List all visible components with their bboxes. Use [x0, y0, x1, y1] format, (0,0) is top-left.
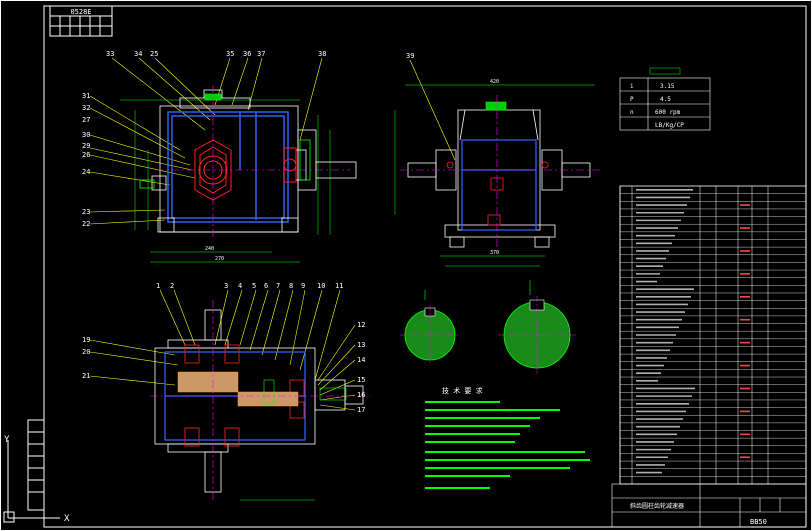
inner-frame	[43, 5, 807, 528]
part-number: 38	[318, 50, 326, 58]
part-number: 14	[357, 356, 365, 364]
part-number: 24	[82, 168, 90, 176]
part-number: 8	[289, 282, 293, 290]
front-view[interactable]: 33 34 25 35 36 37 38 31 32 27 30 29 26 2…	[82, 50, 357, 263]
tech-key: P	[630, 96, 634, 103]
part-number: 11	[335, 282, 343, 290]
part-number: 7	[276, 282, 280, 290]
axis-y-label: Y	[4, 435, 10, 445]
part-number: 15	[357, 376, 365, 384]
part-number: 12	[357, 321, 365, 329]
tech-table: i 3.15 P 4.5 n 600 rpm LB/Kg/CP	[619, 67, 711, 131]
part-number: 36	[243, 50, 251, 58]
part-number: 23	[82, 208, 90, 216]
revision-boxes	[27, 419, 45, 511]
dimension-text: 270	[215, 256, 224, 262]
part-number: 20	[82, 348, 90, 356]
notes-title: 技 术 要 求	[442, 386, 483, 395]
part-number: 33	[106, 50, 114, 58]
shaft-section-large	[498, 280, 576, 374]
part-number: 30	[82, 131, 90, 139]
dimension-text: 420	[490, 79, 499, 85]
part-number: 21	[82, 372, 90, 380]
part-number: 29	[82, 142, 90, 150]
tech-key: i	[630, 83, 634, 90]
title-label: 斜齿圆柱齿轮减速器	[630, 502, 684, 510]
part-number: 4	[238, 282, 242, 290]
drawing-number: BB50	[750, 518, 767, 526]
part-number: 26	[82, 151, 90, 159]
part-number: 37	[257, 50, 265, 58]
part-number: 6	[264, 282, 268, 290]
part-number: 19	[82, 336, 90, 344]
part-number: 25	[150, 50, 158, 58]
part-number: 31	[82, 92, 90, 100]
ucs-axis-icon: Y X	[3, 435, 70, 524]
part-number: 5	[252, 282, 256, 290]
part-number: 22	[82, 220, 90, 228]
part-number: 13	[357, 341, 365, 349]
part-number: 35	[226, 50, 234, 58]
parts-list-table	[619, 185, 807, 485]
part-number: 3	[224, 282, 228, 290]
code-block-text: 0528E	[70, 8, 91, 16]
dimension-text: 370	[490, 250, 499, 256]
axis-x-label: X	[64, 514, 70, 524]
tech-value: 4.5	[660, 96, 671, 103]
part-number: 34	[134, 50, 142, 58]
part-number: 17	[357, 406, 365, 414]
shaft-section-small	[400, 290, 460, 365]
tech-key: n	[630, 109, 634, 116]
part-number: 32	[82, 104, 90, 112]
part-number: 2	[170, 282, 174, 290]
tech-value: 3.15	[660, 83, 675, 90]
tech-value: LB/Kg/CP	[655, 122, 684, 129]
tech-value: 600 rpm	[655, 109, 681, 116]
part-number: 10	[317, 282, 325, 290]
part-number: 16	[357, 391, 365, 399]
section-view[interactable]: 1 2 3 4 5 6 7 8 9 10 11 12 13 14 15 16 1…	[82, 282, 370, 501]
dimension-text: 240	[205, 246, 214, 252]
code-block: 0528E	[49, 5, 113, 37]
title-block: 斜齿圆柱齿轮减速器 BB50	[611, 483, 807, 528]
part-number: 39	[406, 52, 414, 60]
side-view[interactable]: 39 370 420	[394, 52, 600, 267]
technical-requirements: 技 术 要 求	[425, 386, 590, 489]
part-number: 27	[82, 116, 90, 124]
part-number: 1	[156, 282, 160, 290]
part-number: 9	[301, 282, 305, 290]
